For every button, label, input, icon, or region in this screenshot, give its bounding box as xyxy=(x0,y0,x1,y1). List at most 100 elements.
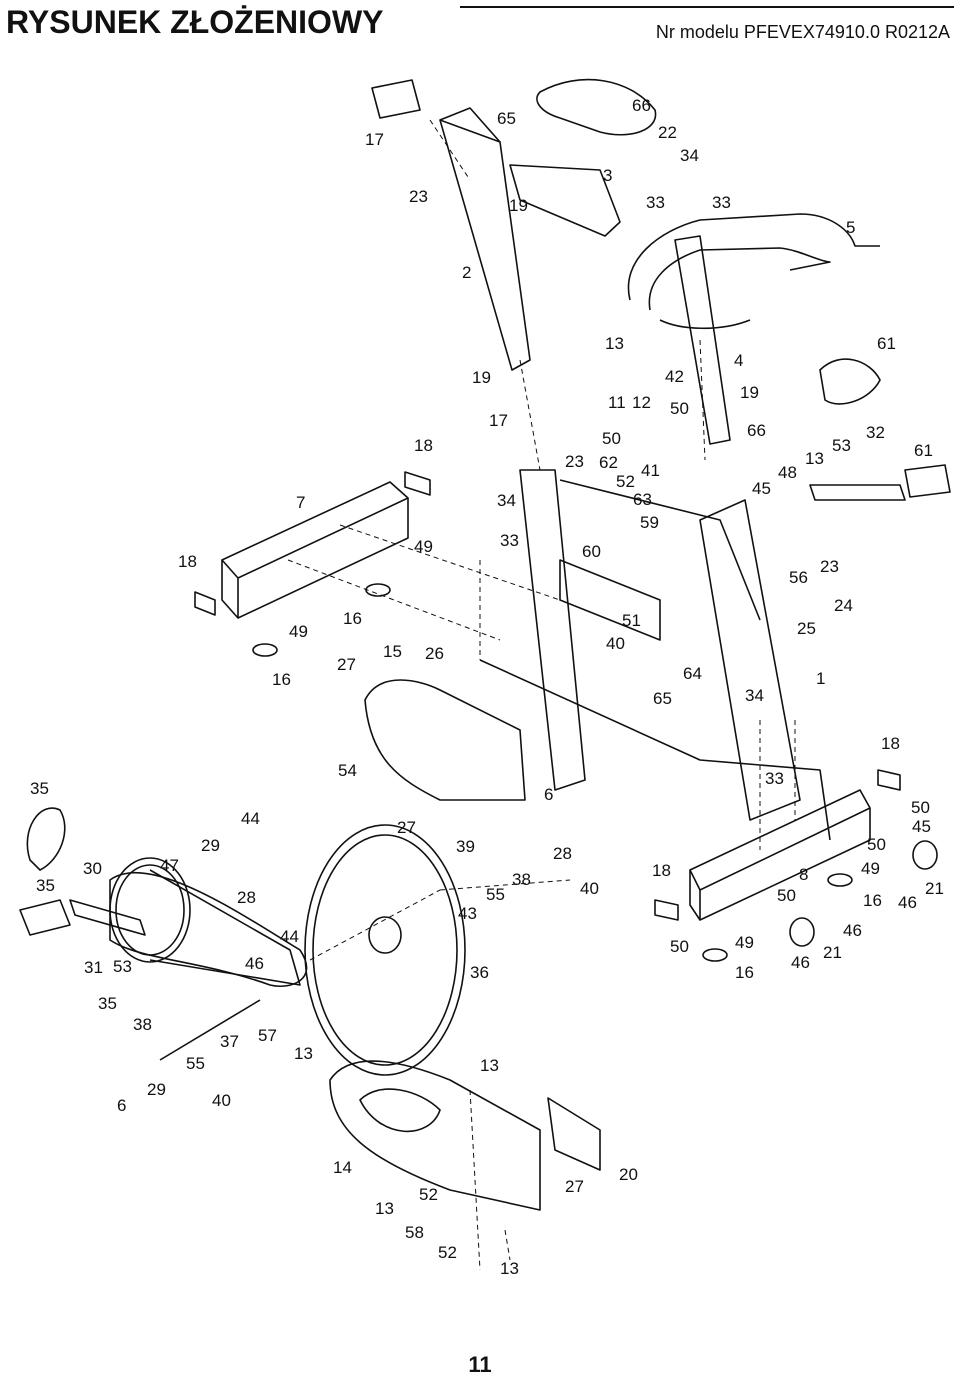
part-label: 41 xyxy=(641,461,660,480)
part-label: 13 xyxy=(500,1259,519,1278)
part-label: 49 xyxy=(414,537,433,556)
part-label: 65 xyxy=(497,109,516,128)
part-label: 51 xyxy=(622,611,641,630)
model-number: Nr modelu PFEVEX74910.0 R0212A xyxy=(655,22,950,42)
assembly-guideline xyxy=(519,359,541,471)
page-title: RYSUNEK ZŁOŻENIOWY xyxy=(6,4,384,40)
part-label: 35 xyxy=(36,876,55,895)
pedal-right xyxy=(904,464,951,498)
part-label: 49 xyxy=(861,859,880,878)
part-label: 23 xyxy=(565,452,584,471)
part-label: 1 xyxy=(816,669,826,688)
end-cap xyxy=(404,471,431,496)
pedal-strap-right xyxy=(819,358,881,405)
seat-post xyxy=(439,107,531,371)
part-label: 6 xyxy=(544,785,554,804)
part-label: 18 xyxy=(652,861,671,880)
part-label: 39 xyxy=(456,837,475,856)
part-label: 38 xyxy=(512,870,531,889)
part-label: 12 xyxy=(632,393,651,412)
seat xyxy=(536,78,657,136)
assembly-guideline xyxy=(309,889,441,961)
part-label: 66 xyxy=(632,96,651,115)
part-label: 25 xyxy=(797,619,816,638)
pedal-strap-left xyxy=(26,807,66,871)
part-label: 3 xyxy=(603,166,613,185)
leveling-foot xyxy=(827,873,853,887)
pedal-left xyxy=(19,899,71,936)
part-label: 34 xyxy=(745,686,764,705)
part-label: 46 xyxy=(898,893,917,912)
page-number: 11 xyxy=(468,1352,492,1377)
part-label: 33 xyxy=(712,193,731,212)
seat-slider xyxy=(509,164,621,237)
part-label: 34 xyxy=(680,146,699,165)
part-label: 36 xyxy=(470,963,489,982)
part-label: 29 xyxy=(201,836,220,855)
part-label: 56 xyxy=(789,568,808,587)
part-label: 60 xyxy=(582,542,601,561)
part-label: 30 xyxy=(83,859,102,878)
part-label: 49 xyxy=(289,622,308,641)
part-label: 15 xyxy=(383,642,402,661)
part-label: 5 xyxy=(846,218,856,237)
end-cap xyxy=(194,591,216,616)
part-label: 58 xyxy=(405,1223,424,1242)
part-label: 11 xyxy=(608,393,626,412)
part-label: 27 xyxy=(337,655,356,674)
part-label: 46 xyxy=(245,954,264,973)
part-label: 13 xyxy=(294,1044,313,1063)
part-label: 65 xyxy=(653,689,672,708)
part-label: 48 xyxy=(778,463,797,482)
leveling-foot xyxy=(252,643,278,657)
part-label: 61 xyxy=(914,441,933,460)
part-label: 35 xyxy=(30,779,49,798)
part-label: 34 xyxy=(497,491,516,510)
header-rule xyxy=(460,6,954,8)
bracket xyxy=(547,1097,601,1171)
part-label: 32 xyxy=(866,423,885,442)
assembly-guideline xyxy=(504,1229,511,1261)
part-label: 37 xyxy=(220,1032,239,1051)
part-label: 55 xyxy=(186,1054,205,1073)
part-label: 57 xyxy=(258,1026,277,1045)
part-label: 22 xyxy=(658,123,677,142)
part-label: 50 xyxy=(670,937,689,956)
outer-chain-guard xyxy=(329,1060,541,1211)
part-label: 28 xyxy=(553,844,572,863)
part-label: 50 xyxy=(602,429,621,448)
assembly-guideline xyxy=(699,339,706,461)
wheel xyxy=(789,917,815,947)
part-label: 17 xyxy=(489,411,508,430)
part-label: 53 xyxy=(113,957,132,976)
part-label: 16 xyxy=(343,609,362,628)
part-label: 62 xyxy=(599,453,618,472)
part-label: 66 xyxy=(747,421,766,440)
assembly-guideline xyxy=(439,879,571,891)
part-label: 46 xyxy=(791,953,810,972)
part-label: 23 xyxy=(409,187,428,206)
part-label: 52 xyxy=(438,1243,457,1262)
part-label: 63 xyxy=(633,490,652,509)
part-label: 47 xyxy=(160,856,179,875)
assembly-guideline xyxy=(429,119,471,181)
end-cap xyxy=(654,899,679,921)
part-label: 26 xyxy=(425,644,444,663)
part-label: 49 xyxy=(735,933,754,952)
part-label: 40 xyxy=(212,1091,231,1110)
part-label: 52 xyxy=(419,1185,438,1204)
part-label: 13 xyxy=(375,1199,394,1218)
part-label: 7 xyxy=(296,493,306,512)
wheel xyxy=(912,840,938,870)
rear-stabilizer xyxy=(221,481,409,619)
part-label: 16 xyxy=(863,891,882,910)
part-label: 54 xyxy=(338,761,357,780)
part-label: 28 xyxy=(237,888,256,907)
part-label: 27 xyxy=(565,1177,584,1196)
part-label: 16 xyxy=(272,670,291,689)
part-label: 64 xyxy=(683,664,702,683)
assembly-guideline xyxy=(287,559,501,641)
part-label: 45 xyxy=(752,479,771,498)
insert-cap xyxy=(371,79,421,119)
part-label: 52 xyxy=(616,472,635,491)
